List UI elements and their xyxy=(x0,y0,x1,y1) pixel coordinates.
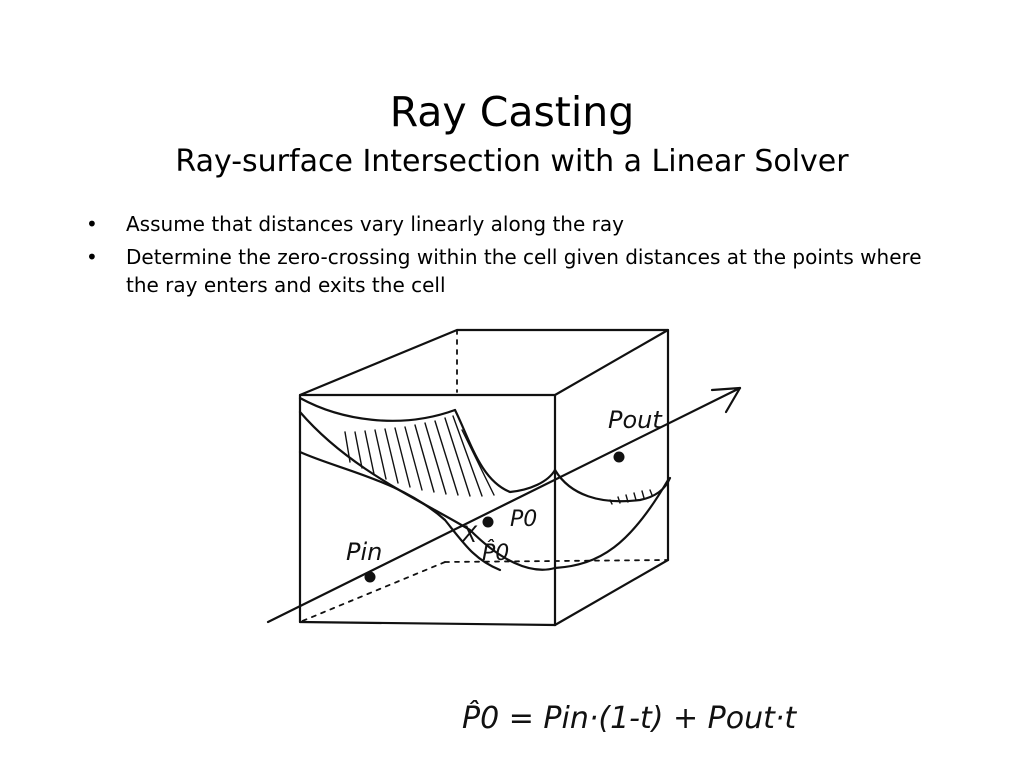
slide-title: Ray Casting xyxy=(389,88,635,136)
bullet-marker: • xyxy=(86,212,98,236)
hidden-edges xyxy=(299,329,669,623)
p-out-point xyxy=(613,451,625,463)
p-in-point xyxy=(364,571,376,583)
bullet-list: • Assume that distances vary linearly al… xyxy=(86,210,926,304)
x-mark: X xyxy=(461,523,478,548)
ray xyxy=(266,386,742,624)
bullet-text: Assume that distances vary linearly alon… xyxy=(126,212,624,236)
bullet-text: Determine the zero-crossing within the c… xyxy=(126,245,922,297)
bullet-item: • Determine the zero-crossing within the… xyxy=(86,243,926,299)
p0-hat-label: P̂0 xyxy=(482,540,509,566)
p-in-label: Pin xyxy=(346,538,382,566)
p-out-label: Pout xyxy=(608,406,663,434)
p0-label: P0 xyxy=(510,507,537,532)
slide-subtitle: Ray-surface Intersection with a Linear S… xyxy=(175,144,849,179)
bullet-marker: • xyxy=(86,245,98,269)
surface-hatching xyxy=(344,415,653,505)
cell-cube xyxy=(298,328,670,627)
isosurface xyxy=(298,396,672,572)
p0-point xyxy=(482,516,494,528)
bullet-item: • Assume that distances vary linearly al… xyxy=(86,210,926,238)
equation: P̂0 = Pin·(1-t) + Pout·t xyxy=(462,700,797,736)
